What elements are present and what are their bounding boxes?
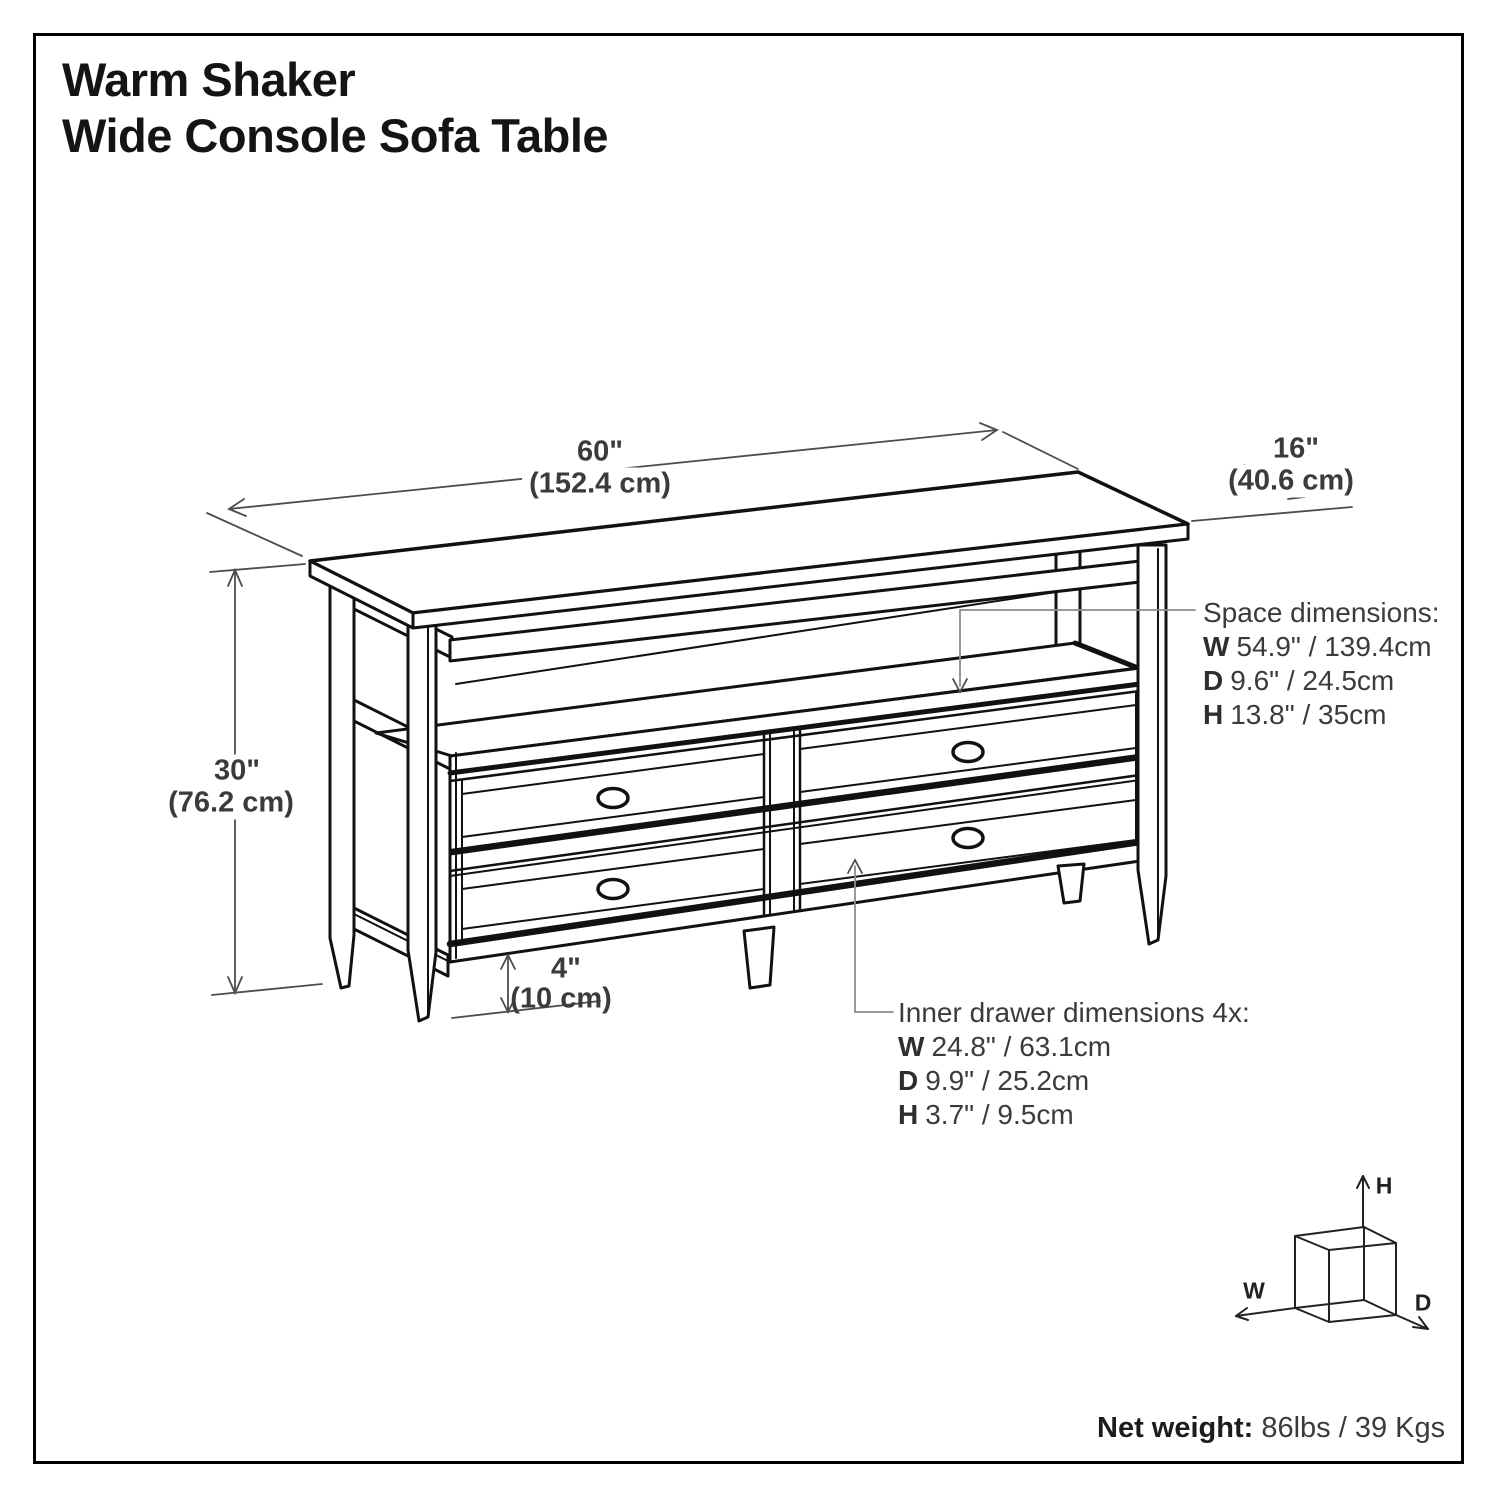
cube-top-face bbox=[1294, 1226, 1397, 1251]
drawer-handle bbox=[596, 877, 630, 901]
shelf-back-corner-edge bbox=[1072, 640, 1141, 671]
arrowhead-down bbox=[500, 997, 516, 1015]
width-extension-line bbox=[1002, 431, 1079, 470]
net-weight-label: Net weight: bbox=[1097, 1412, 1254, 1444]
drawer-panel-line bbox=[461, 753, 765, 795]
drawer-handle bbox=[951, 826, 985, 850]
drawer-panel-line bbox=[461, 848, 765, 890]
arrowhead-up bbox=[847, 858, 863, 874]
space-dimensions-leader bbox=[959, 609, 1196, 687]
arrowhead-up bbox=[500, 952, 516, 970]
drawer-panel-line bbox=[799, 839, 1137, 885]
depth-dimension-inches: 16" bbox=[1265, 432, 1327, 466]
d-axis-arrowhead bbox=[1412, 1316, 1429, 1330]
drawer-panel-line bbox=[461, 796, 765, 838]
arrowhead-up bbox=[227, 567, 243, 587]
net-weight: Net weight: 86lbs / 39 Kgs bbox=[1097, 1412, 1445, 1445]
back-right-foot bbox=[1056, 862, 1086, 905]
front-left-leg bbox=[406, 615, 438, 1023]
width-dimension-metric: (152.4 cm) bbox=[522, 467, 678, 501]
clearance-dimension-inches: 4" bbox=[551, 952, 581, 985]
drawer-panel-line bbox=[461, 888, 765, 930]
product-name-line1: Warm Shaker bbox=[62, 53, 356, 106]
drawer-handles bbox=[596, 740, 985, 901]
height-dimension-inches: 30" bbox=[206, 754, 268, 788]
depth-dimension-metric: (40.6 cm) bbox=[1221, 464, 1361, 498]
back-rail-line bbox=[455, 591, 1057, 685]
inner-drawer-leader bbox=[854, 865, 894, 1013]
back-left-leg bbox=[328, 573, 356, 990]
d-axis-label: D bbox=[1414, 1289, 1432, 1316]
width-dimension-inches: 60" bbox=[576, 435, 624, 468]
drawer-panel-line bbox=[799, 747, 1137, 793]
width-extension-line bbox=[206, 512, 303, 557]
upper-drawer-bottom-shadow bbox=[448, 753, 1144, 856]
center-support-foot bbox=[742, 925, 776, 990]
clearance-dimension-metric: (10 cm) bbox=[510, 982, 612, 1015]
depth-extension-line bbox=[1191, 506, 1353, 522]
clearance-extension-line bbox=[451, 1000, 601, 1019]
drawer-panel-line bbox=[799, 799, 1137, 845]
h-axis-arrowhead bbox=[1356, 1175, 1370, 1189]
drawer-panel-line bbox=[799, 704, 1137, 750]
drawer-handle bbox=[596, 786, 630, 810]
height-dimension-metric: (76.2 cm) bbox=[161, 786, 301, 820]
front-right-leg bbox=[1136, 543, 1168, 946]
space-dimensions-heading: Space dimensions: bbox=[1203, 597, 1440, 628]
annotation-leaders bbox=[847, 609, 1196, 1013]
arrowhead-down bbox=[952, 678, 968, 694]
w-axis-arrowhead bbox=[1235, 1307, 1249, 1321]
whd-cube-icon bbox=[1235, 1175, 1429, 1330]
arrowhead-right bbox=[979, 422, 999, 441]
page-border bbox=[33, 33, 1464, 1464]
w-axis bbox=[1235, 1307, 1296, 1317]
d-axis bbox=[1395, 1314, 1429, 1330]
product-name-line2: Wide Console Sofa Table bbox=[62, 109, 609, 162]
tabletop-left-edge bbox=[308, 559, 415, 630]
arrowhead-down bbox=[227, 976, 243, 996]
net-weight-value: 86lbs / 39 Kgs bbox=[1261, 1412, 1446, 1444]
height-extension-line bbox=[211, 983, 323, 996]
furniture-geometry bbox=[308, 470, 1190, 1023]
cube-vertical-edges bbox=[1294, 1226, 1397, 1323]
shelf-front-edge bbox=[447, 681, 1143, 776]
arrowhead-left bbox=[227, 498, 247, 517]
page-title: Warm Shaker Wide Console Sofa Table bbox=[62, 52, 609, 164]
height-extension-line bbox=[209, 563, 306, 573]
h-axis-label: H bbox=[1375, 1172, 1393, 1199]
w-axis-label: W bbox=[1243, 1277, 1265, 1304]
drawer-handle bbox=[951, 740, 985, 764]
cube-bottom-face bbox=[1294, 1299, 1397, 1323]
inner-drawer-heading: Inner drawer dimensions 4x: bbox=[898, 997, 1250, 1028]
